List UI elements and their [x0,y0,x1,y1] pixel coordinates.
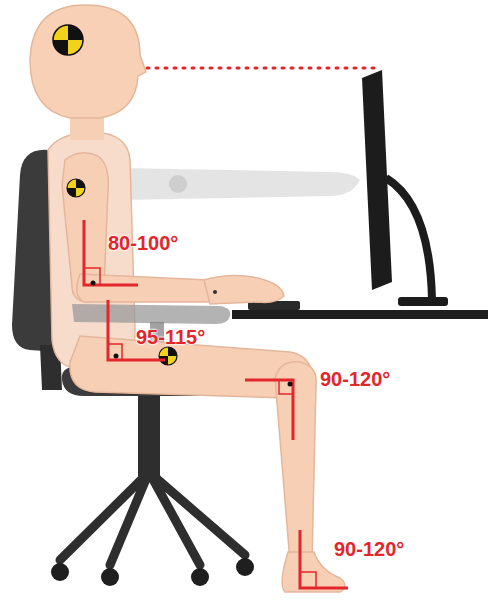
joint-dots [91,281,293,387]
monitor-base [398,297,448,306]
knee-angle [245,380,293,440]
eye-line [138,67,380,70]
forearm [77,274,210,302]
marker-quarters [53,25,83,55]
test-marker-hip [159,347,177,365]
wrist-dot [213,290,217,294]
armrest [72,304,230,324]
joint-dot [114,354,119,359]
marker [53,25,83,55]
desk [232,310,488,319]
monitor [362,70,448,306]
shin [275,362,316,562]
wheel [191,568,209,586]
angle-label: 90-120° [334,538,404,560]
marker-quarters [67,179,85,197]
knee-square [279,380,293,394]
hip-square [108,344,122,360]
ankle-square [300,572,316,588]
angle-guides [84,220,348,588]
wheel [101,568,119,586]
angle-label: 95-115° [136,326,205,348]
angle-label: 80-100° [108,232,178,254]
wheel [236,558,254,576]
elbow-square [84,268,100,285]
test-marker-head [53,25,83,55]
reach-arm [120,168,360,200]
marker [159,347,177,365]
angle-label: 90-120° [320,368,390,390]
chair-column [138,396,160,476]
reach-elbow [169,175,187,193]
head [30,5,146,118]
wheel [51,563,69,581]
joint-dot [288,382,293,387]
marker-quarters [159,347,177,365]
monitor-stand [386,178,432,300]
marker [67,179,85,197]
chair-legs [60,472,245,565]
test-marker-shoulder [67,179,85,197]
hand [204,275,284,304]
joint-dot [91,281,96,286]
chair-wheels [51,558,254,586]
